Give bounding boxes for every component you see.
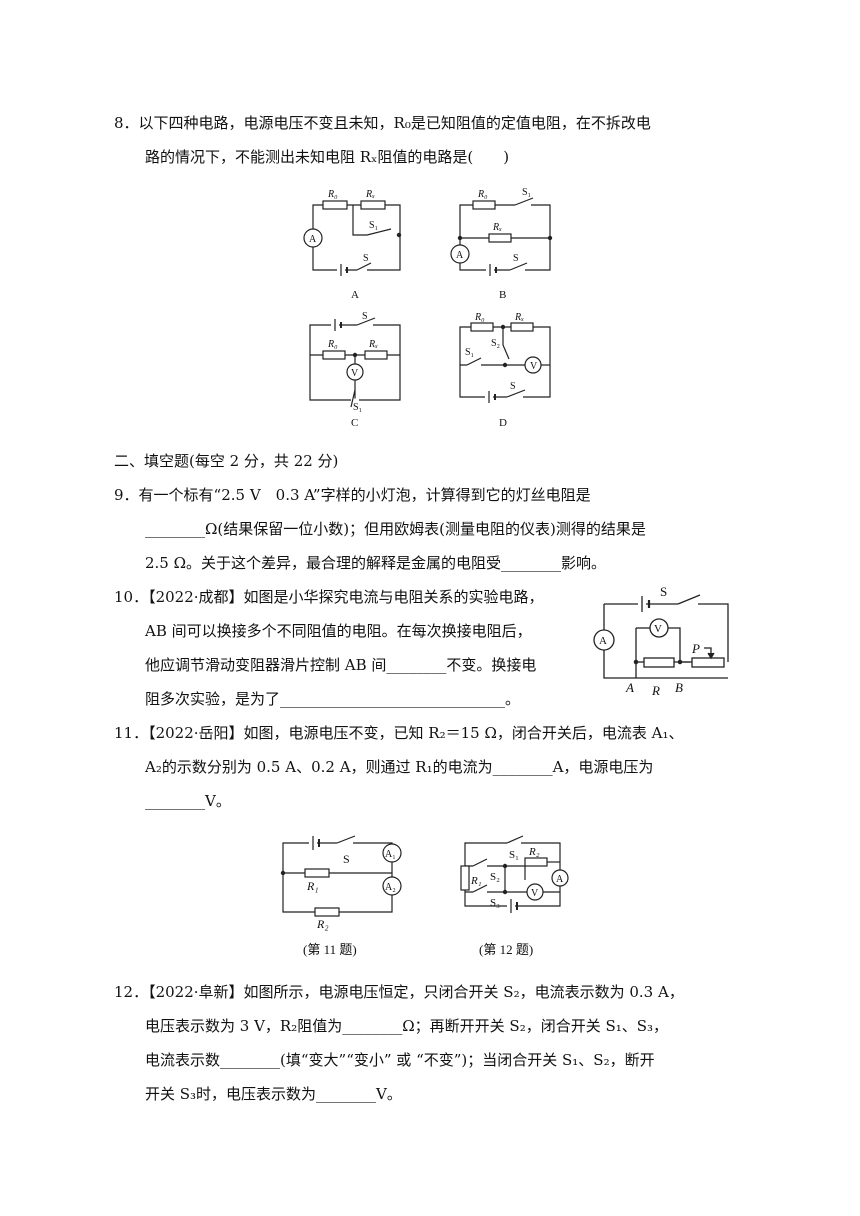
c-s1-label: S₁ xyxy=(353,402,362,413)
q8-line1: 8．以下四种电路，电源电压不变且未知，R₀是已知阻值的定值电阻，在不拆改电 xyxy=(114,114,651,132)
q11-r2-label: R₂ xyxy=(316,917,329,931)
b-s1-label: S₁ xyxy=(522,187,531,198)
d-s2-label: S₂ xyxy=(491,338,500,349)
q11-switch-label: S xyxy=(343,852,350,866)
circuit-c xyxy=(309,317,401,408)
q12-circuit xyxy=(460,835,569,913)
q10-point-a-label: A xyxy=(625,680,634,695)
b-ammeter-label: A xyxy=(456,250,464,261)
q8-circuit-diagrams: R₀ Rₓ S₁ A S A R₀ S₁ Rₓ A S B S R₀ Rₓ V … xyxy=(303,187,553,429)
q10-line1: 10．【2022·成都】如图是小华探究电流与电阻关系的实验电路， xyxy=(114,588,544,606)
q11-r1-label: R₁ xyxy=(306,879,319,893)
q11-ammeter2-label: A₂ xyxy=(385,882,396,893)
d-s1-label: S₁ xyxy=(465,347,474,358)
figure-label-d: D xyxy=(499,417,507,429)
b-s-label: S xyxy=(513,253,519,264)
c-voltmeter-label: V xyxy=(351,368,359,379)
circuit-b xyxy=(450,197,553,276)
q10-line3: 他应调节滑动变阻器滑片控制 AB 间________不变。换接电 xyxy=(145,656,537,674)
d-rx-label: Rₓ xyxy=(514,312,524,323)
q10-resistor-label: R xyxy=(651,683,660,698)
figure-label-c: C xyxy=(351,417,358,429)
d-s-label: S xyxy=(510,381,516,392)
a-s-label: S xyxy=(363,253,369,264)
a-rx-label: Rₓ xyxy=(365,189,375,200)
q10-circuit-diagram: S A V P A R B xyxy=(593,584,729,698)
q9-line2: ________Ω(结果保留一位小数)；但用欧姆表(测量电阻的仪表)测得的结果是 xyxy=(145,520,646,538)
q9-line3: 2.5 Ω。关于这个差异，最合理的解释是金属的电阻受________影响。 xyxy=(145,554,607,572)
q12-s3-label: S₃ xyxy=(490,897,500,909)
q12-line3: 电流表示数________(填“变大”“变小” 或 “不变”)；当闭合开关 S₁… xyxy=(145,1051,655,1069)
q10-voltmeter-label: V xyxy=(654,623,662,635)
q12-caption: (第 12 题) xyxy=(479,942,533,957)
q12-voltmeter-label: V xyxy=(531,888,539,899)
q11-line2: A₂的示数分别为 0.5 A、0.2 A，则通过 R₁的电流为________A… xyxy=(145,758,654,776)
q11-line3: ________V。 xyxy=(145,792,231,810)
circuit-d xyxy=(459,322,551,403)
q10-ammeter-label: A xyxy=(599,635,607,647)
c-rx-label: Rₓ xyxy=(368,339,378,350)
q12-line4: 开关 S₃时，电压表示数为________V。 xyxy=(145,1085,402,1103)
a-r0-label: R₀ xyxy=(327,189,338,200)
q10-switch-label: S xyxy=(660,584,667,599)
q12-r1-label: R₁ xyxy=(470,875,482,887)
q11-line1: 11．【2022·岳阳】如图，电源电压不变，已知 R₂＝15 Ω，闭合开关后，电… xyxy=(114,724,684,742)
q10-point-b-label: B xyxy=(675,680,683,695)
d-r0-label: R₀ xyxy=(474,312,485,323)
c-r0-label: R₀ xyxy=(327,339,338,350)
figure-label-a: A xyxy=(351,289,359,301)
q12-s2-label: S₂ xyxy=(490,871,500,883)
q12-r2-label: R₂ xyxy=(528,846,540,858)
b-rx-label: Rₓ xyxy=(492,222,502,233)
q8-line2: 路的情况下，不能测出未知电阻 Rₓ阻值的电路是( ) xyxy=(145,148,510,166)
c-s-label: S xyxy=(362,311,368,322)
q11-ammeter1-label: A₁ xyxy=(385,849,396,860)
d-voltmeter-label: V xyxy=(530,361,538,372)
q11-caption: (第 11 题) xyxy=(303,942,357,957)
figure-label-b: B xyxy=(499,289,506,301)
section-title: 二、填空题(每空 2 分，共 22 分) xyxy=(114,452,339,470)
q11-q12-circuit-diagrams: S A₁ A₂ R₁ R₂ (第 11 题) S₁ R₂ R₁ S₂ S₃ A … xyxy=(280,835,569,957)
q12-line1: 12．【2022·阜新】如图所示，电源电压恒定，只闭合开关 S₂，电流表示数为 … xyxy=(114,983,684,1001)
q12-s1-label: S₁ xyxy=(509,849,519,861)
circuit-a xyxy=(303,200,402,276)
q12-ammeter-label: A xyxy=(556,874,564,885)
q10-line2: AB 间可以换接多个不同阻值的电阻。在每次换接电阻后， xyxy=(145,622,532,640)
q12-line2: 电压表示数为 3 V，R₂阻值为________Ω；再断开开关 S₂，闭合开关 … xyxy=(145,1017,669,1035)
q10-line4: 阻多次实验，是为了______________________________。 xyxy=(145,690,521,708)
b-r0-label: R₀ xyxy=(477,189,488,200)
q11-circuit xyxy=(280,835,402,917)
a-s1-label: S₁ xyxy=(369,220,378,231)
a-ammeter-label: A xyxy=(309,234,317,245)
q10-slider-label: P xyxy=(691,641,700,656)
q9-line1: 9．有一个标有“2.5 V 0.3 A”字样的小灯泡，计算得到它的灯丝电阻是 xyxy=(114,486,591,504)
